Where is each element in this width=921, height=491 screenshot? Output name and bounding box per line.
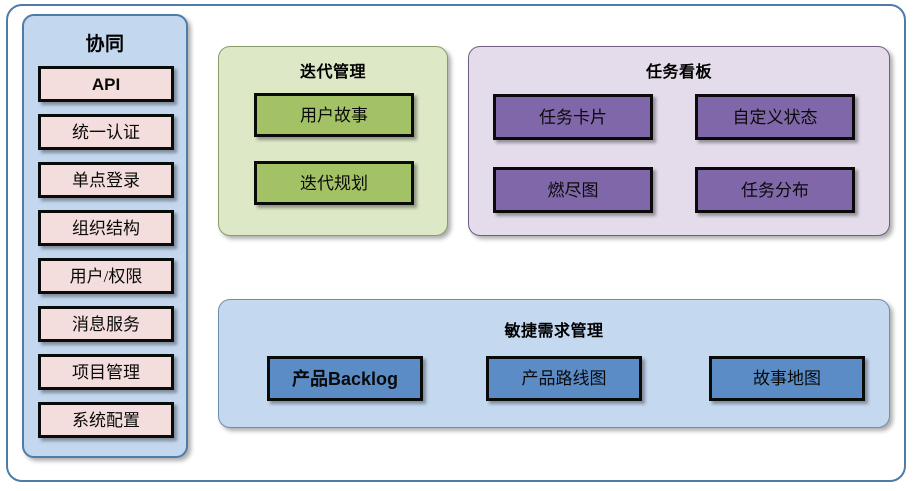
iteration-item-user-story[interactable]: 用户故事 — [254, 93, 414, 137]
taskboard-item-custom-status[interactable]: 自定义状态 — [695, 94, 855, 140]
panel-agile-requirements[interactable]: 敏捷需求管理 产品Backlog 产品路线图 故事地图 — [218, 299, 890, 428]
panel-collaboration[interactable]: 协同 API 统一认证 单点登录 组织结构 用户/权限 消息服务 项目管理 系统… — [22, 14, 188, 458]
sidebar-item-project-management[interactable]: 项目管理 — [38, 354, 174, 390]
agile-item-product-backlog[interactable]: 产品Backlog — [267, 356, 423, 401]
sidebar-item-api[interactable]: API — [38, 66, 174, 102]
panel-task-board[interactable]: 任务看板 任务卡片 自定义状态 燃尽图 任务分布 — [468, 46, 890, 236]
taskboard-item-task-distribution[interactable]: 任务分布 — [695, 167, 855, 213]
sidebar-item-unified-auth[interactable]: 统一认证 — [38, 114, 174, 150]
iteration-item-iteration-planning[interactable]: 迭代规划 — [254, 161, 414, 205]
sidebar-item-org-structure[interactable]: 组织结构 — [38, 210, 174, 246]
sidebar-item-system-config[interactable]: 系统配置 — [38, 402, 174, 438]
agile-item-story-map[interactable]: 故事地图 — [709, 356, 865, 401]
taskboard-item-burndown-chart[interactable]: 燃尽图 — [493, 167, 653, 213]
panel-collaboration-title: 协同 — [85, 34, 125, 55]
panel-iteration-management[interactable]: 迭代管理 用户故事 迭代规划 — [218, 46, 448, 236]
panel-task-board-title: 任务看板 — [645, 64, 712, 81]
panel-agile-requirements-title: 敏捷需求管理 — [504, 323, 604, 340]
panel-iteration-management-title: 迭代管理 — [299, 64, 366, 81]
sidebar-item-user-permission[interactable]: 用户/权限 — [38, 258, 174, 294]
agile-item-product-roadmap[interactable]: 产品路线图 — [486, 356, 642, 401]
sidebar-item-single-sign-on[interactable]: 单点登录 — [38, 162, 174, 198]
sidebar-item-message-service[interactable]: 消息服务 — [38, 306, 174, 342]
taskboard-item-task-card[interactable]: 任务卡片 — [493, 94, 653, 140]
